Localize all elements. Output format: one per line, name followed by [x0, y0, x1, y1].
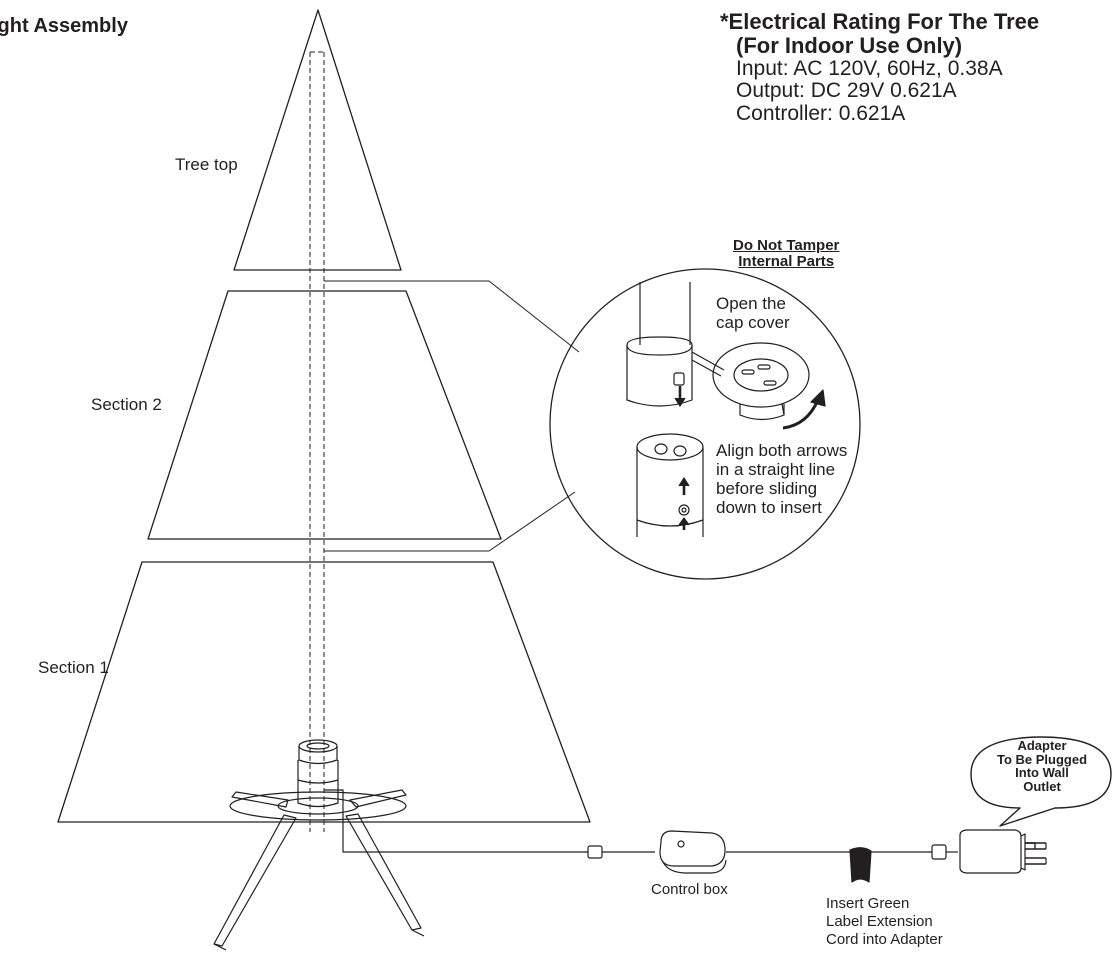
cap-cover-line-2: cap cover — [716, 313, 790, 333]
bubble-line-2: To Be Plugged — [996, 751, 1088, 767]
page-title: ight Assembly — [0, 15, 128, 37]
tree-section-2 — [147, 290, 502, 540]
power-cord — [324, 789, 1047, 883]
adapter — [959, 829, 1022, 874]
section-1-label: Section 1 — [38, 658, 109, 677]
rating-input: Input: AC 120V, 60Hz, 0.38A — [736, 56, 1003, 80]
electrical-rating: *Electrical Rating For The Tree (For Ind… — [720, 10, 1039, 126]
rating-controller: Controller: 0.621A — [736, 101, 906, 125]
detail-circle — [549, 268, 861, 580]
extension-note: Insert Green Label Extension Cord into A… — [826, 895, 943, 949]
tree-section-1 — [57, 561, 591, 823]
center-pole — [309, 51, 325, 832]
align-line-2: in a straight line — [716, 460, 836, 480]
zoom-callout-lines — [324, 280, 580, 552]
rating-subheading: (For Indoor Use Only) — [736, 32, 963, 58]
extension-note-line-1: Insert Green — [826, 895, 910, 912]
extension-note-line-3: Cord into Adapter — [826, 931, 943, 948]
extension-note-line-2: Label Extension — [826, 913, 933, 930]
adapter-speech-bubble — [970, 736, 1112, 827]
align-line-1: Align both arrows — [716, 441, 848, 460]
bubble-line-3: Into Wall — [1015, 765, 1069, 781]
rating-heading: *Electrical Rating For The Tree — [720, 9, 1040, 34]
tree-top-label: Tree top — [175, 155, 238, 174]
bubble-line-4: Outlet — [1023, 778, 1061, 794]
extension-label-band — [849, 847, 872, 883]
adapter-bubble-text: Adapter To Be Plugged Into Wall Outlet — [979, 739, 1105, 794]
align-instruction: Align both arrows in a straight line bef… — [716, 441, 847, 517]
tree-stand — [213, 739, 425, 951]
align-line-3: before sliding — [716, 479, 818, 499]
tree-top-section — [233, 9, 402, 271]
control-box-label: Control box — [651, 881, 728, 898]
bubble-line-1: Adapter — [1017, 738, 1067, 753]
warning-line-2: Internal Parts — [738, 253, 835, 271]
detail-illustration — [626, 282, 826, 537]
section-2-label: Section 2 — [91, 395, 162, 414]
cap-cover-instruction: Open the cap cover — [716, 294, 790, 332]
align-line-4: down to insert — [716, 498, 822, 518]
warning-label: Do Not Tamper Internal Parts — [733, 237, 840, 271]
rating-output: Output: DC 29V 0.621A — [736, 79, 957, 103]
warning-line-1: Do Not Tamper — [733, 237, 840, 254]
cap-cover-line-1: Open the — [716, 294, 786, 313]
